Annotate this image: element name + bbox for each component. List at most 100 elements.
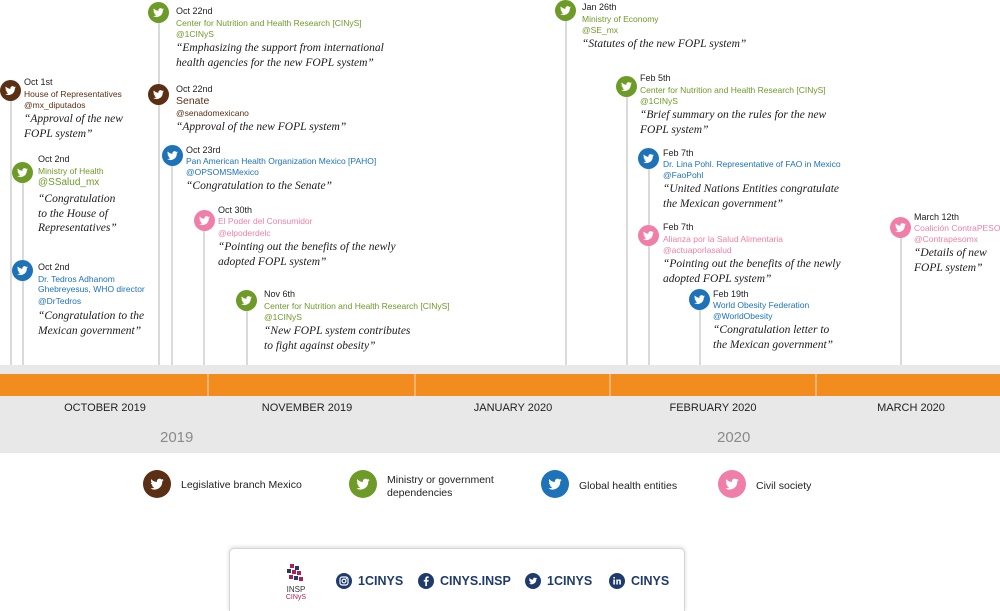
twitter-bird-icon — [194, 210, 215, 231]
twitter-bird-icon — [349, 470, 377, 498]
event-date: Nov 6th — [264, 289, 296, 299]
event-quote: “Approval of the new FOPL system” — [176, 121, 347, 133]
event-quote: “Congratulation letter to the Mexican go… — [713, 324, 834, 351]
event-org: Ministry of Health — [38, 166, 104, 176]
event-date: Oct 2nd — [38, 262, 70, 272]
social-label: CINYS — [631, 574, 670, 588]
logo-mark-icon — [287, 564, 303, 581]
twitter-bird-icon — [0, 80, 21, 101]
event-quote: “Congratulation to the Mexican governmen… — [38, 310, 145, 337]
event-quote: “Emphasizing the support from internatio… — [176, 42, 384, 69]
event-date: Feb 7th — [663, 148, 694, 158]
social-label: 1CINYS — [547, 574, 593, 588]
event-date: Feb 5th — [640, 73, 671, 83]
legend-label: Civil society — [756, 480, 812, 492]
event-quote: “Approval of the new FOPL system” — [24, 113, 123, 140]
event-handle: @SSalud_mx — [38, 177, 100, 188]
event-handle: @1CINyS — [176, 29, 214, 39]
twitter-bird-icon — [12, 260, 33, 281]
event-org: House of Representatives — [24, 89, 122, 99]
event-handle: @OPSOMSMexico — [186, 167, 259, 177]
event-stems — [10, 20, 902, 374]
event-date: Feb 19th — [713, 289, 749, 299]
event-date: Jan 26th — [582, 2, 617, 12]
year-label: 2020 — [717, 429, 751, 446]
twitter-bird-icon — [148, 2, 169, 23]
month-label: MARCH 2020 — [877, 402, 945, 414]
timeline-divider — [609, 374, 611, 396]
twitter-bird-icon — [236, 290, 257, 311]
twitter-bird-icon — [12, 162, 33, 183]
event-date: Feb 7th — [663, 222, 694, 232]
twitter-bird-icon — [890, 217, 911, 238]
twitter-bird-icon — [638, 225, 659, 246]
twitter-bird-icon — [541, 470, 569, 498]
twitter-bird-icon — [718, 470, 746, 498]
event-quote: “Statutes of the new FOPL system” — [582, 38, 747, 50]
month-label: FEBRUARY 2020 — [669, 402, 757, 414]
twitter-bird-icon — [143, 470, 171, 498]
event-handle: @Contrapesomx — [914, 234, 978, 244]
event-handle: @1CINyS — [264, 312, 302, 322]
event-quote: “United Nations Entities congratulate th… — [663, 183, 840, 210]
event-org: Center for Nutrition and Health Research… — [640, 85, 826, 95]
month-label: JANUARY 2020 — [473, 402, 553, 414]
event-quote: “Brief summary on the rules for the new … — [640, 109, 827, 136]
event-quote: “New FOPL system contributes to fight ag… — [264, 325, 411, 352]
facebook-icon — [418, 573, 434, 589]
footer-social-bar: INSP CINyS 1CINYS CINYS.INSP 1CINYS — [229, 548, 685, 611]
event-handle: @FaoPohl — [663, 170, 704, 180]
twitter-bird-icon — [638, 148, 659, 169]
logo-subtext: CINyS — [285, 594, 307, 601]
event-date: Oct 22nd — [176, 6, 213, 16]
event-org: El Poder del Consumidor — [218, 216, 313, 226]
event-handle: @WorldObesity — [713, 311, 773, 321]
event-quote: “Congratulation to the House of Represen… — [38, 193, 117, 234]
event-org: Ministry of Economy — [582, 14, 659, 24]
legend-label: Ministry or government dependencies — [387, 474, 494, 499]
event-org: Senate — [176, 95, 210, 107]
event-handle: @actuaporlasalud — [663, 245, 732, 255]
instagram-icon — [336, 573, 352, 589]
event-handle: @mx_diputados — [24, 100, 86, 110]
event-date: March 12th — [914, 212, 960, 222]
event-org: World Obesity Federation — [713, 300, 810, 310]
timeline-divider — [207, 374, 209, 396]
event-org: Center for Nutrition and Health Research… — [264, 301, 450, 311]
twitter-bird-icon — [689, 289, 710, 310]
month-label: NOVEMBER 2019 — [261, 402, 353, 414]
timeline-divider — [414, 374, 416, 396]
year-label: 2019 — [160, 429, 194, 446]
event-date: Oct 2nd — [38, 154, 70, 164]
legend-label: Legislative branch Mexico — [181, 479, 302, 491]
event-handle: @senadomexicano — [176, 108, 249, 118]
event-org: Pan American Health Organization Mexico … — [186, 156, 377, 166]
social-label: 1CINYS — [358, 574, 404, 588]
event-quote: “Pointing out the benefits of the newly … — [218, 241, 396, 268]
event-org: Dr. Tedros Adhanom Ghebreyesus, WHO dire… — [38, 274, 145, 294]
timeline-divider — [815, 374, 817, 396]
event-handle: @SE_mx — [582, 25, 619, 35]
event-handle: @1CINyS — [640, 96, 678, 106]
twitter-bird-icon — [148, 84, 169, 105]
event-org: Center for Nutrition and Health Research… — [176, 18, 362, 28]
event-org: Coalición ContraPESO — [914, 223, 1000, 233]
legend-label: Global health entities — [579, 480, 678, 492]
event-date: Oct 23rd — [186, 145, 221, 155]
twitter-icon — [525, 573, 541, 589]
social-label: CINYS.INSP — [440, 574, 511, 588]
event-quote: “Details of new FOPL system” — [914, 247, 987, 274]
event-date: Oct 1st — [24, 77, 53, 87]
event-date: Oct 22nd — [176, 84, 213, 94]
logo-text: INSP — [286, 585, 306, 594]
event-quote: “Pointing out the benefits of the newly … — [663, 258, 841, 285]
twitter-bird-icon — [555, 0, 576, 21]
event-handle: @DrTedros — [38, 296, 82, 306]
event-date: Oct 30th — [218, 205, 253, 215]
twitter-bird-icon — [162, 145, 183, 166]
twitter-bird-icon — [616, 76, 637, 97]
insp-cinys-logo: INSP CINyS — [282, 563, 310, 607]
linkedin-icon — [609, 573, 625, 589]
event-handle: @elpoderdelc — [218, 228, 271, 238]
event-org: Alianza por la Salud Alimentaria — [663, 234, 784, 244]
